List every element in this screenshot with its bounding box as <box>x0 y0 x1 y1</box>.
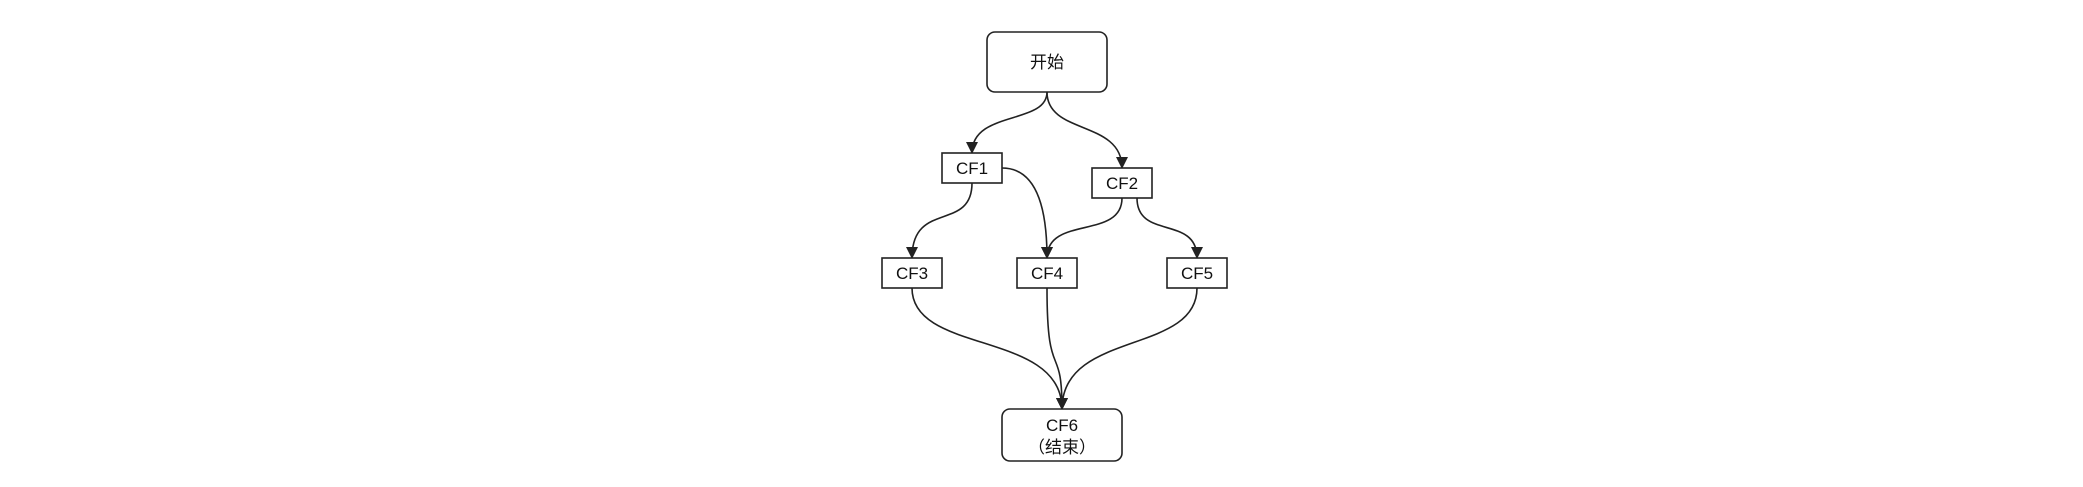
node-cf2: CF2 <box>1091 167 1153 199</box>
edge-group-start-cf1 <box>966 91 1048 154</box>
edge-start-to-cf2 <box>1046 91 1128 169</box>
edge-group-cf5-cf6 <box>1056 287 1198 410</box>
node-sublabel-cf6: （结束） <box>1028 438 1096 457</box>
edge-cf3-to-cf6 <box>911 287 1068 410</box>
edge-cf1-to-cf4 <box>1001 167 1053 259</box>
node-cf6: CF6 （结束） <box>1001 408 1123 462</box>
node-box-cf3 <box>881 257 943 289</box>
edge-cf5-to-cf6 <box>1056 287 1198 410</box>
node-label-cf2: CF2 <box>1106 174 1138 193</box>
edge-cf4-to-cf6 <box>1046 287 1068 410</box>
edges-layer <box>906 91 1203 410</box>
node-box-cf5 <box>1166 257 1228 289</box>
node-label-cf5: CF5 <box>1181 264 1213 283</box>
node-label-cf3: CF3 <box>896 264 928 283</box>
node-label-cf1: CF1 <box>956 159 988 178</box>
node-cf1: CF1 <box>941 152 1003 184</box>
edge-start-to-cf1 <box>966 91 1048 154</box>
edge-group-cf2-cf5 <box>1136 197 1203 259</box>
edge-cf1-to-cf3 <box>906 182 973 259</box>
node-cf3: CF3 <box>881 257 943 289</box>
node-box-start <box>986 31 1108 93</box>
node-start: 开始 <box>986 31 1108 93</box>
edge-group-cf2-cf4 <box>1041 197 1123 259</box>
node-label-cf6: CF6 <box>1046 416 1078 435</box>
edge-group-cf4-cf6 <box>1046 287 1068 410</box>
node-box-cf4 <box>1016 257 1078 289</box>
node-label-cf4: CF4 <box>1031 264 1063 283</box>
edge-group-start-cf2 <box>1046 91 1128 169</box>
edge-group-cf3-cf6 <box>911 287 1068 410</box>
node-box-cf6 <box>1001 408 1123 462</box>
node-cf5: CF5 <box>1166 257 1228 289</box>
edge-cf2-to-cf5 <box>1136 197 1203 259</box>
edge-group-cf1-cf3 <box>906 182 973 259</box>
edge-cf2-to-cf4 <box>1041 197 1123 259</box>
node-box-cf2 <box>1091 167 1153 199</box>
node-cf4: CF4 <box>1016 257 1078 289</box>
edge-group-cf1-cf4 <box>1001 167 1053 259</box>
node-box-cf1 <box>941 152 1003 184</box>
node-label-start: 开始 <box>1030 53 1064 72</box>
